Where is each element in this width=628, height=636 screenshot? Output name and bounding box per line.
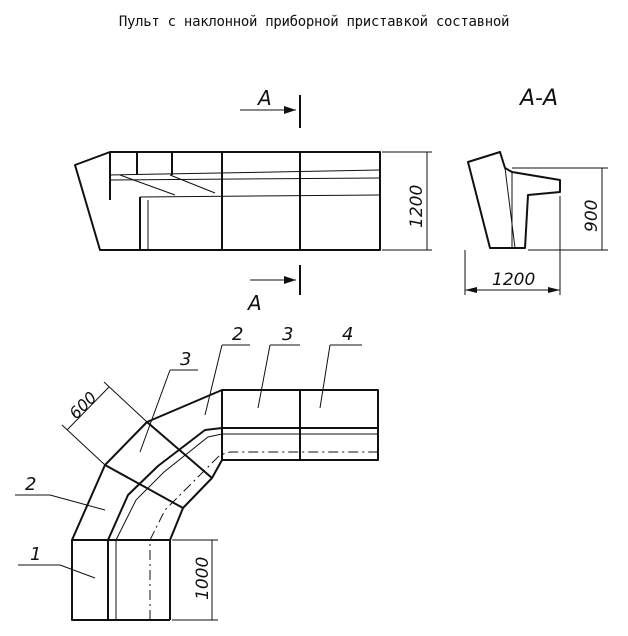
section-height-dim: 900	[582, 200, 602, 232]
plan-view: 1000 600 1 2 3 2 3 4	[15, 324, 379, 621]
callout-3b: 3	[282, 324, 293, 345]
drawing-title: Пульт с наклонной приборной приставкой с…	[118, 14, 510, 30]
callout-2a: 2	[25, 474, 36, 495]
section-label: A-A	[518, 86, 558, 111]
callout-1: 1	[30, 544, 41, 565]
callout-3a: 3	[180, 349, 191, 370]
plan-height-dim: 1000	[193, 557, 213, 600]
plan-width-dim: 600	[65, 388, 100, 423]
callout-2b: 2	[232, 324, 243, 345]
callout-4: 4	[342, 324, 353, 345]
section-mark-bottom: A	[246, 291, 262, 315]
section-view: A-A 1200 900	[464, 86, 608, 295]
front-view: A A 1200	[74, 86, 432, 315]
front-height-dim: 1200	[407, 185, 427, 228]
section-depth-dim: 1200	[492, 270, 535, 290]
section-mark-top: A	[256, 86, 272, 110]
